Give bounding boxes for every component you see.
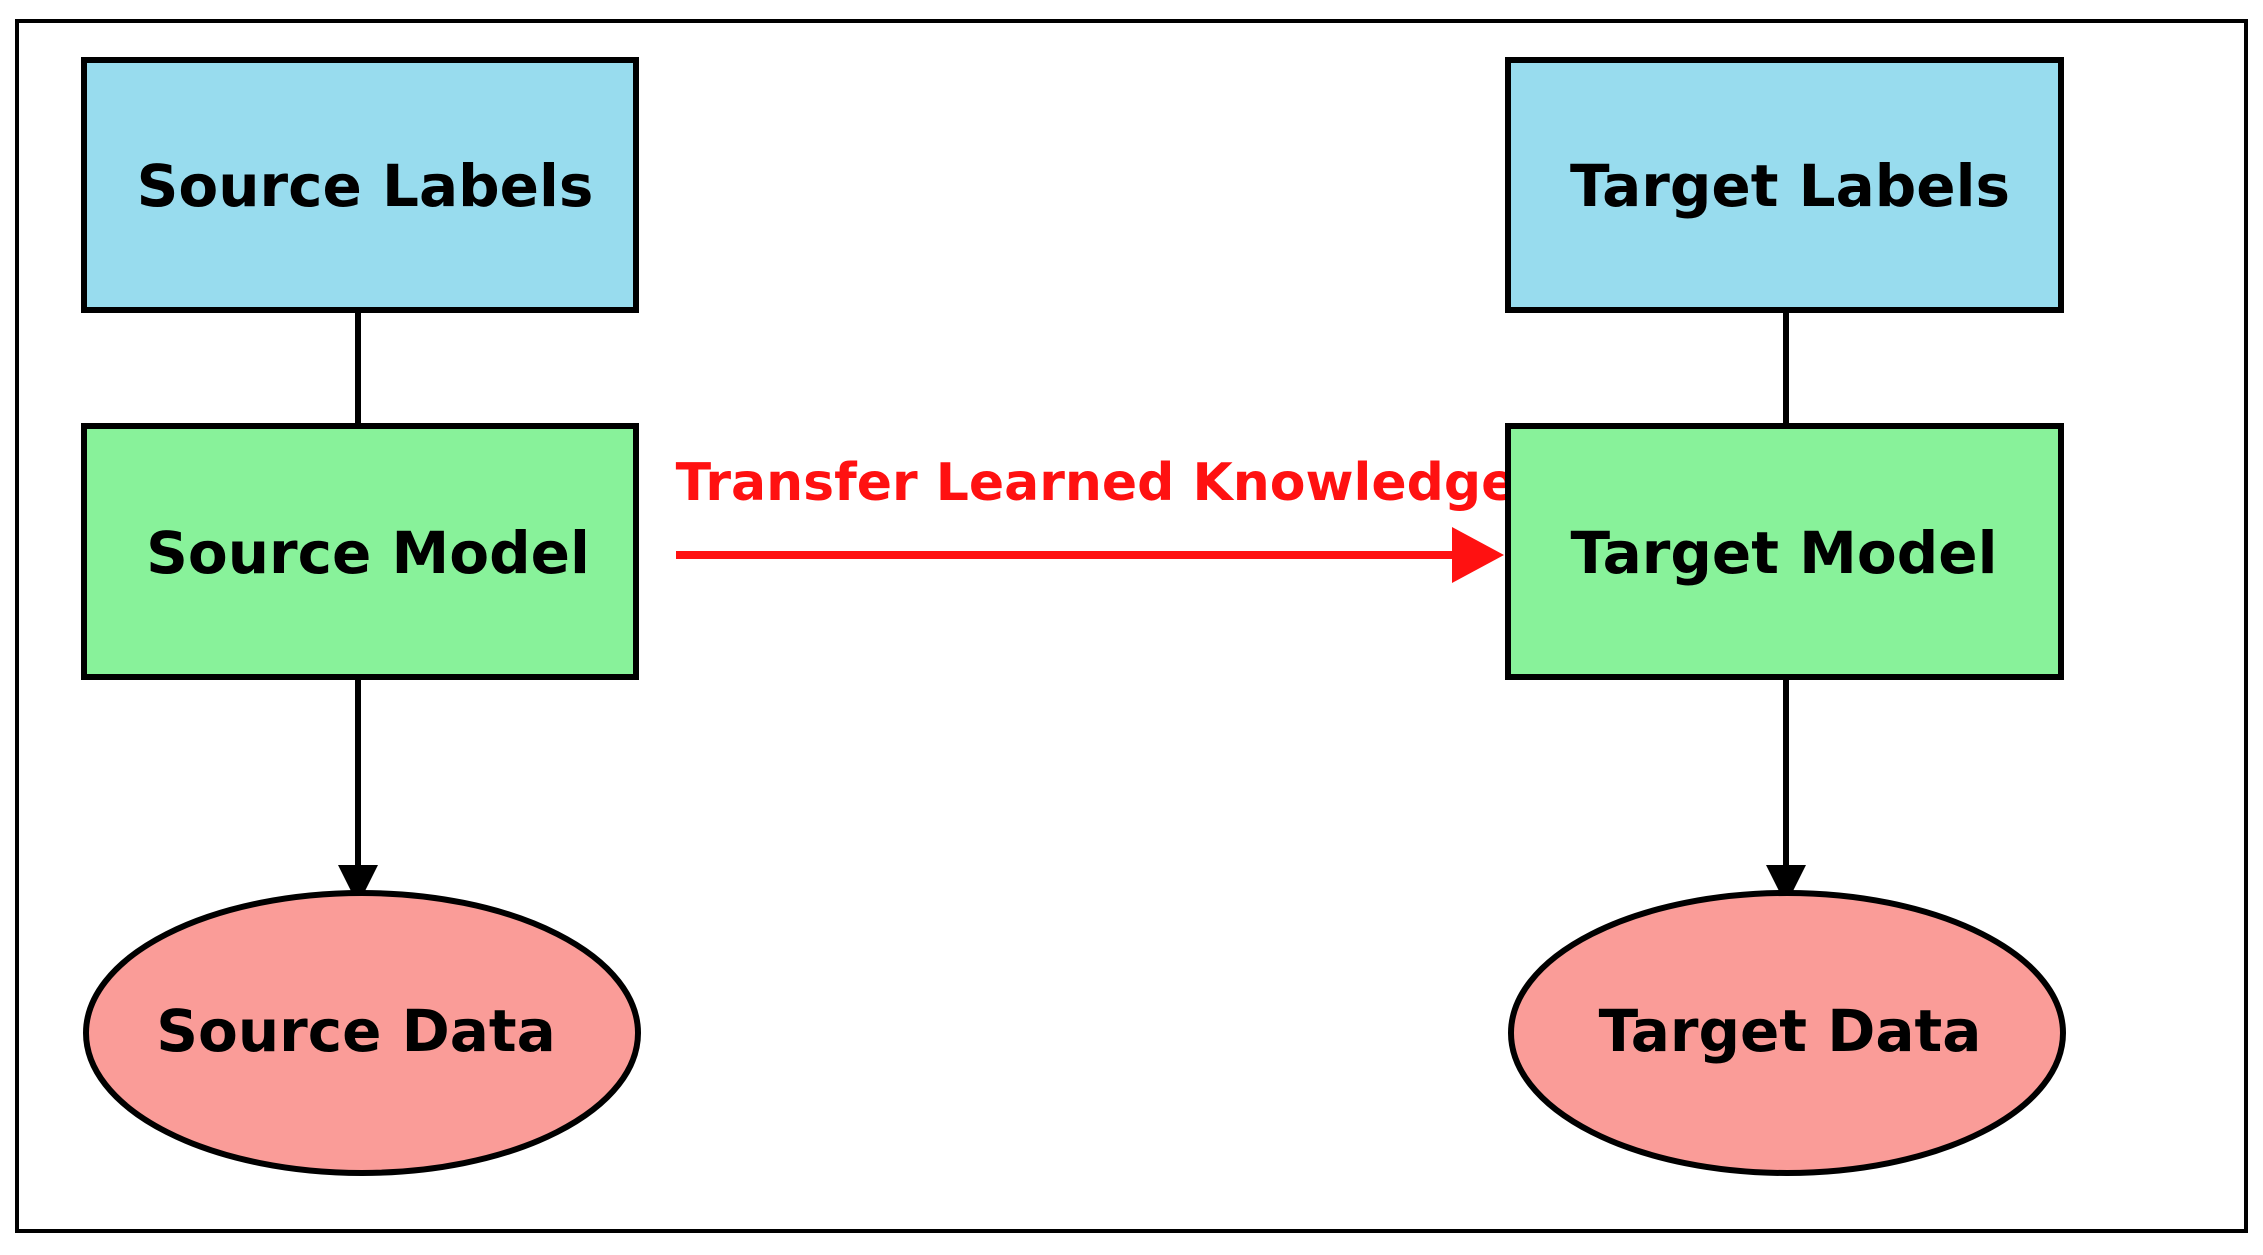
source-labels-box — [81, 57, 639, 313]
source-data-text: Source Data — [156, 997, 556, 1065]
target-model-text: Target Model — [1571, 519, 1998, 587]
target-data-node: Target Data — [1508, 890, 2066, 1176]
source-model-box — [81, 423, 639, 680]
target-model-node: Target Model — [1505, 423, 2064, 680]
target-labels-box — [1505, 57, 2064, 313]
transfer-arrowhead — [1452, 527, 1504, 583]
target-data-text: Target Data — [1599, 997, 1982, 1065]
target-data-ellipse — [1508, 890, 2066, 1176]
target-labels-node: Target Labels — [1505, 57, 2064, 313]
target-model-box — [1505, 423, 2064, 680]
source-data-ellipse — [83, 890, 641, 1176]
source-labels-text: Source Labels — [137, 152, 594, 220]
target-model-to-data-arrowhead — [1766, 865, 1806, 905]
transfer-label: Transfer Learned Knowledge — [676, 453, 1517, 513]
target-labels-text: Target Labels — [1570, 152, 2010, 220]
diagram-frame — [15, 19, 2248, 1233]
source-data-node: Source Data — [83, 890, 641, 1176]
source-model-node: Source Model — [81, 423, 639, 680]
source-model-to-data-arrowhead — [338, 865, 378, 905]
source-model-text: Source Model — [146, 519, 590, 587]
source-labels-node: Source Labels — [81, 57, 639, 313]
